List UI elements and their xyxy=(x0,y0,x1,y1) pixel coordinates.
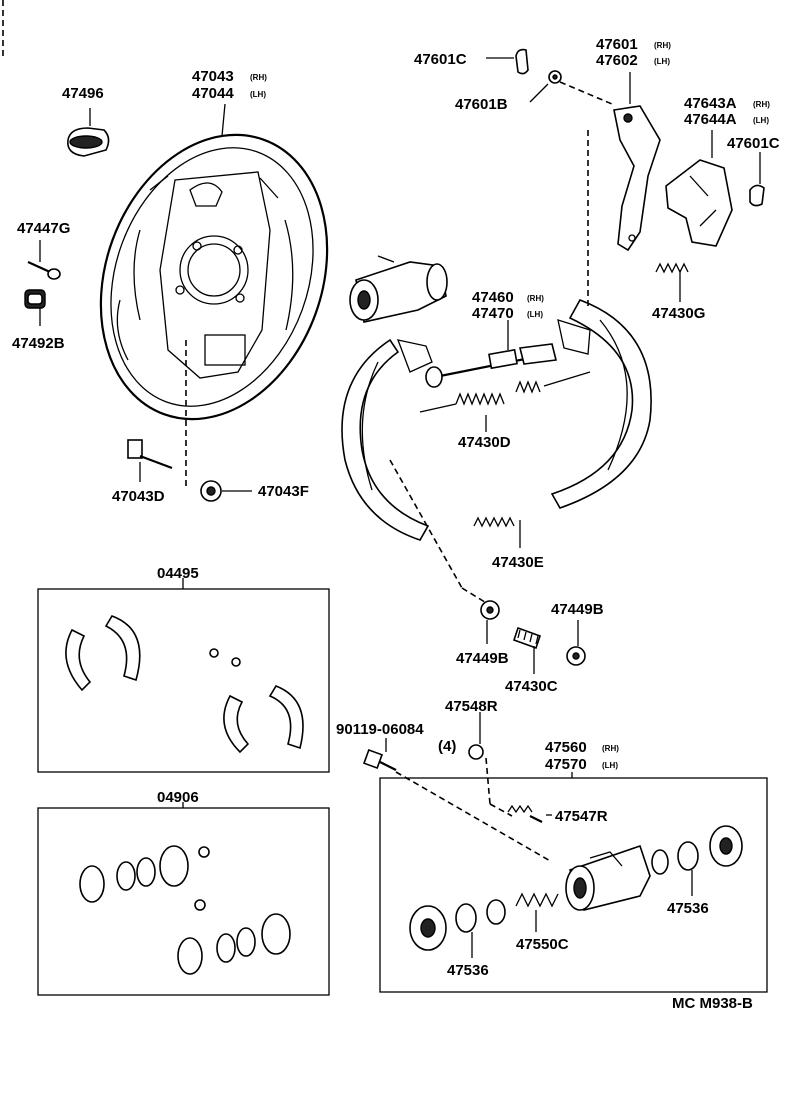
tag-47601-rh: (RH) xyxy=(654,41,671,50)
bleeder-47547r xyxy=(507,804,543,823)
label-47643a: 47643A xyxy=(684,95,737,112)
wheel-cylinder-box xyxy=(379,777,768,993)
label-47430d: 47430D xyxy=(458,434,511,451)
spring-47430e xyxy=(473,516,515,528)
label-47536-left: 47536 xyxy=(447,962,489,979)
label-47547r: 47547R xyxy=(555,808,608,825)
label-47550c: 47550C xyxy=(516,936,569,953)
label-04906: 04906 xyxy=(157,789,199,806)
label-47430c: 47430C xyxy=(505,678,558,695)
clip-47601c-top xyxy=(515,48,529,75)
leader-47449b xyxy=(389,459,463,589)
tag-47560-rh: (RH) xyxy=(602,744,619,753)
label-47430e: 47430E xyxy=(492,554,544,571)
clip-47601c-right xyxy=(749,184,765,207)
label-47601c-right: 47601C xyxy=(727,135,780,152)
label-47430g: 47430G xyxy=(652,305,705,322)
label-47536-right: 47536 xyxy=(667,900,709,917)
label-47601: 47601 xyxy=(596,36,638,53)
tag-47044-lh: (LH) xyxy=(250,90,266,99)
label-47601b: 47601B xyxy=(455,96,508,113)
label-47602: 47602 xyxy=(596,52,638,69)
kit-04495-shoes xyxy=(65,615,304,754)
label-47447g: 47447G xyxy=(17,220,70,237)
kit-04906-cups xyxy=(79,845,291,975)
seal-cup-47536-left xyxy=(409,899,506,951)
tag-47470-lh: (LH) xyxy=(527,310,543,319)
spring-47430d xyxy=(419,371,591,413)
bolt-90119 xyxy=(363,749,397,771)
label-04495: 04495 xyxy=(157,565,199,582)
piston-47550c xyxy=(515,892,559,908)
label-47548r: 47548R xyxy=(445,698,498,715)
label-47560: 47560 xyxy=(545,739,587,756)
tag-47460-rh: (RH) xyxy=(527,294,544,303)
adjuster-strut xyxy=(425,343,557,388)
label-47470: 47470 xyxy=(472,305,514,322)
brake-shoe-right xyxy=(550,299,652,509)
retainer-47449b-left xyxy=(480,600,500,620)
cap-47548r xyxy=(468,744,484,760)
label-47496: 47496 xyxy=(62,85,104,102)
figure-code: MC M938-B xyxy=(672,995,753,1012)
label-47644a: 47644A xyxy=(684,111,737,128)
seal-cup-47536-right xyxy=(651,825,743,875)
tag-47644a-lh: (LH) xyxy=(753,116,769,125)
strut-47643a xyxy=(665,159,733,247)
label-47043f: 47043F xyxy=(258,483,309,500)
bleeder-47447g xyxy=(27,260,61,280)
parking-lever-47601 xyxy=(613,105,661,252)
label-90119: 90119-06084 xyxy=(336,721,424,738)
label-47601c-top: 47601C xyxy=(414,51,467,68)
label-47570: 47570 xyxy=(545,756,587,773)
spring-47430c xyxy=(512,626,542,650)
plug-47496 xyxy=(67,127,110,157)
wheel-cylinder-upper xyxy=(349,255,448,323)
backing-plate xyxy=(99,133,329,421)
label-47449b-right: 47449B xyxy=(551,601,604,618)
label-qty-4: (4) xyxy=(438,738,456,755)
label-47043d: 47043D xyxy=(112,488,165,505)
brake-shoe-left xyxy=(341,338,433,541)
wheel-cylinder-47560 xyxy=(565,844,651,911)
nut-47043f xyxy=(200,480,222,502)
label-47044: 47044 xyxy=(192,85,234,102)
bolt-47043d xyxy=(127,439,173,470)
tag-47043-rh: (RH) xyxy=(250,73,267,82)
tag-47602-lh: (LH) xyxy=(654,57,670,66)
label-47492b: 47492B xyxy=(12,335,65,352)
label-47449b-left: 47449B xyxy=(456,650,509,667)
washer-47601b xyxy=(548,70,562,84)
cap-47492b xyxy=(24,289,46,309)
retainer-47449b-right xyxy=(566,646,586,666)
tag-47643a-rh: (RH) xyxy=(753,100,770,109)
label-47043: 47043 xyxy=(192,68,234,85)
spring-47430g xyxy=(655,262,689,274)
tag-47570-lh: (LH) xyxy=(602,761,618,770)
label-47460: 47460 xyxy=(472,289,514,306)
